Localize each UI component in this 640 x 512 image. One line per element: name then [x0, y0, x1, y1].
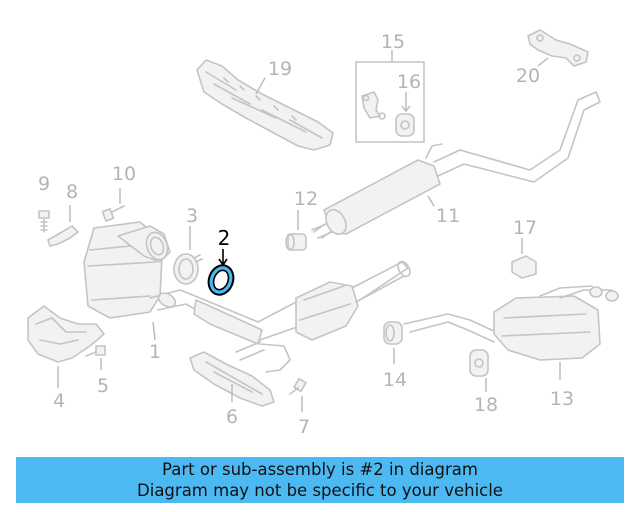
callout-8: 8: [66, 181, 78, 203]
callout-5: 5: [97, 375, 109, 397]
banner-line-part-number: Part or sub-assembly is #2 in diagram: [162, 460, 478, 479]
callout-11: 11: [436, 205, 460, 227]
part-5-bolt: [85, 345, 106, 370]
callout-20: 20: [516, 65, 540, 87]
part-12-clamp: [285, 210, 307, 251]
part-7-bolt: [289, 377, 307, 412]
part-4-heat-shield: [27, 305, 105, 388]
part-3-clamp: [173, 226, 203, 285]
part-11-intermediate-pipe: [311, 91, 601, 239]
callout-6: 6: [226, 406, 238, 428]
callout-2: 2: [218, 226, 231, 250]
part-20-bracket: [527, 29, 589, 67]
part-18-rubber-hanger: [469, 349, 489, 392]
part-17-bracket: [511, 238, 537, 279]
part-13-rear-muffler: [403, 285, 619, 380]
part-1-catalytic-converter-assembly: [59, 221, 331, 373]
part-10-bolt: [101, 188, 125, 222]
callout-9: 9: [38, 173, 50, 195]
callout-12: 12: [294, 188, 318, 210]
callout-17: 17: [513, 217, 537, 239]
callout-15: 15: [381, 31, 405, 53]
part-6-heat-shield: [189, 351, 275, 407]
callout-13: 13: [550, 388, 574, 410]
info-banner: Part or sub-assembly is #2 in diagram Di…: [16, 457, 624, 503]
part-19-heat-shield: [196, 59, 334, 151]
part-14-clamp: [383, 321, 403, 364]
callout-16: 16: [397, 71, 421, 93]
banner-line-disclaimer: Diagram may not be specific to your vehi…: [137, 481, 503, 500]
callout-4: 4: [53, 390, 65, 412]
callout-10: 10: [112, 163, 136, 185]
part-9-bolt: [38, 210, 50, 233]
callout-7: 7: [298, 416, 310, 438]
callout-1: 1: [149, 341, 161, 363]
part-8-bracket: [47, 205, 79, 247]
callout-19: 19: [268, 58, 292, 80]
part-1-center-pipe: [295, 260, 411, 341]
part-2-gasket: [207, 249, 235, 296]
exhaust-system-diagram: 1 2 3 4 5 6 7 8 9 10 11 12 13 14 15 16 1…: [27, 29, 619, 438]
callout-18: 18: [474, 394, 498, 416]
callout-3: 3: [186, 205, 198, 227]
callout-14: 14: [383, 369, 407, 391]
part-15-16-hanger-group: [355, 50, 425, 143]
